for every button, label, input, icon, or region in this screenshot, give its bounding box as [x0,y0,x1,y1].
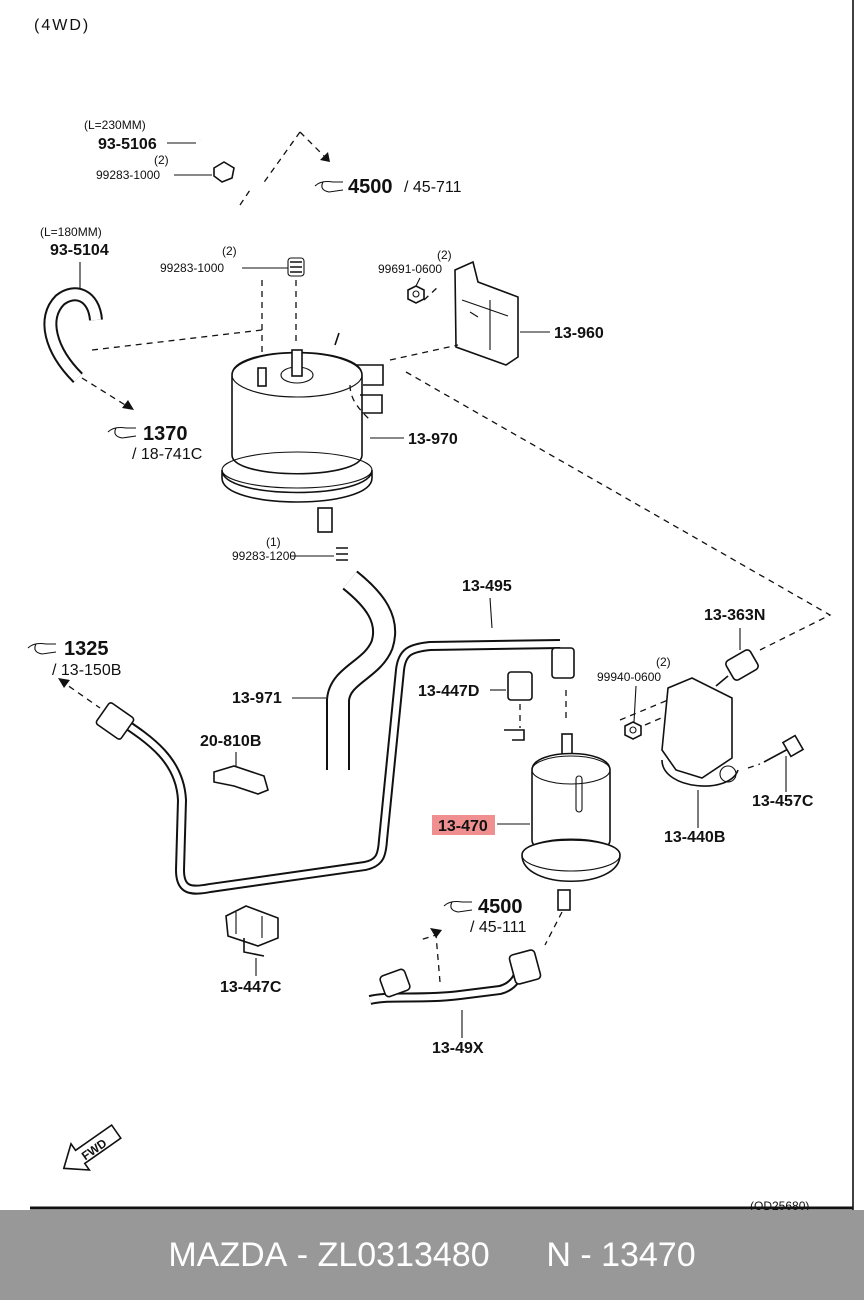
arrow-icon [122,400,134,410]
hand-pointer-icon [314,180,344,193]
hose-93-5104[interactable] [43,287,103,383]
hose-left-length: (L=180MM) [40,225,102,239]
hose-93-5106[interactable] [196,126,304,249]
fuel-filter-13-470[interactable] [521,733,621,911]
clip-mid-qty: (2) [222,244,237,258]
ref-1325-sub: / 13-150B [52,662,121,679]
footer-part-number: ZL0313480 [317,1235,490,1274]
clamp-d-label: 13-447D [418,683,479,700]
ref-4500-bottom-sub: / 45-111 [470,919,526,936]
arrow-icon [58,678,70,688]
fuel-filter-label[interactable]: 13-470 [438,818,488,835]
clip-mid-label: 99283-1000 [160,261,224,275]
diagram-code: (QD25680) [750,1199,809,1210]
nut-top-qty: (2) [437,248,452,262]
canister-label: 13-970 [408,431,458,448]
variant-label: (4WD) [34,17,90,34]
nut-bottom-qty: (2) [656,655,671,669]
bolt-label: 13-457C [752,793,814,810]
ref-4500-top[interactable]: 4500 [348,176,393,198]
footer-ref: N - 13470 [546,1235,696,1274]
pipe-13-495[interactable] [95,639,575,895]
nut-icon-bottom [624,721,642,740]
hose-13-49X[interactable] [368,949,542,1005]
clamp-13-447D[interactable] [504,671,533,741]
ref-1325[interactable]: 1325 [64,638,109,660]
pipe-label: 13-495 [462,578,512,595]
nut-top-label: 99691-0600 [378,262,442,276]
ref-4500-top-sub: / 45-711 [404,179,462,196]
clip-top-qty: (2) [154,153,169,167]
clip-bottom-qty: (1) [266,535,281,549]
bolt-13-457C[interactable] [763,734,805,763]
part-info-footer: MAZDA - ZL0313480 N - 13470 [0,1210,864,1300]
clip-top-label: 99283-1000 [96,168,160,182]
clamp-13-447C[interactable] [225,905,279,957]
ref-4500-bottom[interactable]: 4500 [478,896,523,918]
hose-mid-label: 13-971 [232,690,282,707]
highlight-box [432,815,495,835]
bracket-label: 13-960 [554,325,604,342]
arrow-icon [430,928,442,938]
footer-brand: MAZDA [168,1235,288,1274]
hose-top-length: (L=230MM) [84,118,146,132]
filter-bracket-13-440B[interactable] [661,677,739,787]
clip-20-810B[interactable] [213,765,269,795]
ref-1370-sub: / 18-741C [132,446,202,463]
sender-13-363N[interactable] [715,648,760,687]
hand-pointer-icon [443,900,473,913]
canister-13-970[interactable] [221,332,384,533]
nut-bottom-label: 99940-0600 [597,670,661,684]
hose-left-label: 93-5104 [50,242,109,259]
clip-20-label: 20-810B [200,733,261,750]
hand-pointer-icon [107,426,137,439]
forward-direction-icon: FWD [62,1123,122,1171]
ref-1370[interactable]: 1370 [143,423,188,445]
arrow-icon [320,152,330,162]
sender-label: 13-363N [704,607,765,624]
hose-top-label: 93-5106 [98,136,157,153]
clip-icon-top [213,161,235,183]
clip-icon-bottom [336,547,348,561]
hose-bottom-label: 13-49X [432,1040,484,1057]
clamp-c-label: 13-447C [220,979,282,996]
clip-icon-mid [287,257,305,277]
bracket-13-960[interactable] [454,260,519,366]
hose-13-971[interactable] [326,384,397,770]
filter-bracket-label: 13-440B [664,829,725,846]
nut-icon-top [407,285,425,304]
parts-diagram: (4WD) (L=230MM) 93-5106 (2) 99283-1000 4… [27,0,854,1210]
hand-pointer-icon [27,642,57,655]
clip-bottom-label: 99283-1200 [232,549,296,563]
